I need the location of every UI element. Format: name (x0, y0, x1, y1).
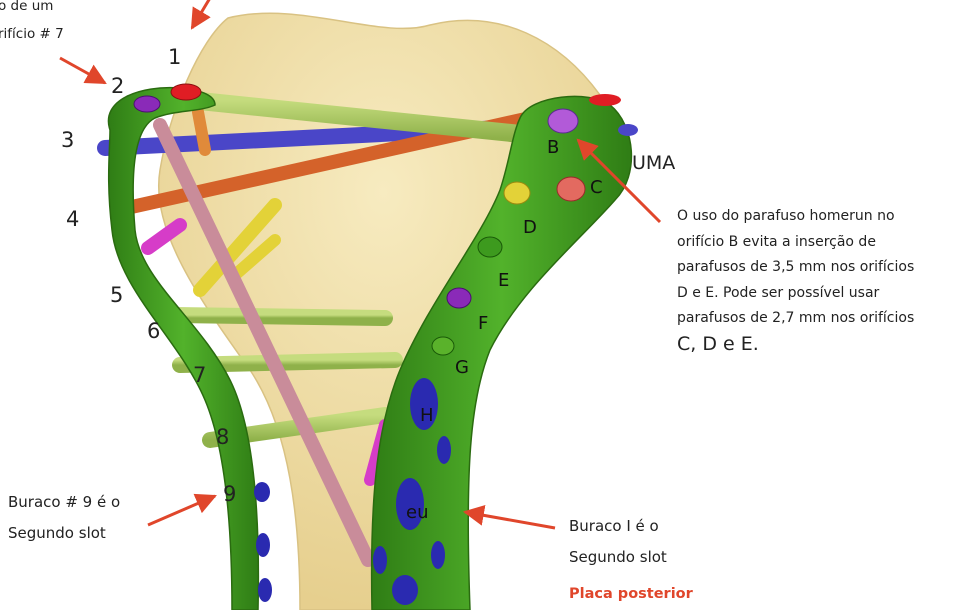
right-note-line4: D e E. Pode ser possível usar (677, 281, 955, 307)
arrow-top (192, 0, 210, 28)
caption-placa-posterior: Placa posterior (569, 586, 693, 602)
letter-eu: eu (406, 502, 428, 523)
letter-B: B (547, 137, 559, 158)
hole-posterior-low2 (258, 578, 272, 602)
hole-lateral-low (392, 575, 418, 605)
right-note-line5: parafusos de 2,7 mm nos orifícios (677, 306, 955, 332)
screw-tip-red-right (589, 94, 621, 106)
arrow-2 (60, 58, 105, 83)
right-note-line3: parafusos de 3,5 mm nos orifícios (677, 255, 955, 281)
screw-orange-small (198, 112, 205, 150)
hole-C (557, 177, 585, 201)
holeI-note-line1: Buraco I é o (569, 511, 667, 542)
number-4: 4 (66, 207, 79, 231)
top-left-note-line2: rifício # 7 (0, 20, 64, 48)
hole-D (504, 182, 530, 204)
number-3: 3 (61, 128, 74, 152)
number-5: 5 (110, 283, 123, 307)
top-left-note-line1: o de um (0, 0, 64, 20)
label-uma: UMA (632, 152, 675, 174)
hole-E (478, 237, 502, 257)
screw-tip-blue-right (618, 124, 638, 136)
hole-G (432, 337, 454, 355)
right-note-line6: C, D e E. (677, 332, 955, 358)
letter-H: H (420, 405, 434, 426)
screw-head-red (171, 84, 201, 100)
top-left-note: o de um rifício # 7 (0, 0, 64, 48)
arrow-9 (148, 496, 215, 525)
holeI-note: Buraco I é o Segundo slot (569, 511, 667, 573)
hole-side-3 (373, 546, 387, 574)
hole-side-2 (431, 541, 445, 569)
right-note-line2: orifício B evita a inserção de (677, 230, 955, 256)
letter-D: D (523, 217, 537, 238)
number-1: 1 (168, 45, 181, 69)
arrow-I (465, 512, 555, 528)
letter-F: F (478, 313, 488, 334)
hole-9 (254, 482, 270, 502)
number-8: 8 (216, 425, 229, 449)
screw-head-purple (134, 96, 160, 112)
holeI-note-line2: Segundo slot (569, 542, 667, 573)
number-9: 9 (223, 482, 236, 506)
hole-B (548, 109, 578, 133)
letter-E: E (498, 270, 509, 291)
hole9-note-line2: Segundo slot (8, 518, 120, 549)
number-6: 6 (147, 319, 160, 343)
hole-posterior-low1 (256, 533, 270, 557)
number-7: 7 (193, 363, 206, 387)
letter-C: C (590, 177, 603, 198)
letter-G: G (455, 357, 469, 378)
screw-green-mid1 (175, 315, 385, 318)
hole-side-1 (437, 436, 451, 464)
hole9-note-line1: Buraco # 9 é o (8, 487, 120, 518)
number-2: 2 (111, 74, 124, 98)
right-note-line1: O uso do parafuso homerun no (677, 204, 955, 230)
hole9-note: Buraco # 9 é o Segundo slot (8, 487, 120, 549)
right-note: O uso do parafuso homerun no orifício B … (677, 204, 955, 357)
hole-F (447, 288, 471, 308)
